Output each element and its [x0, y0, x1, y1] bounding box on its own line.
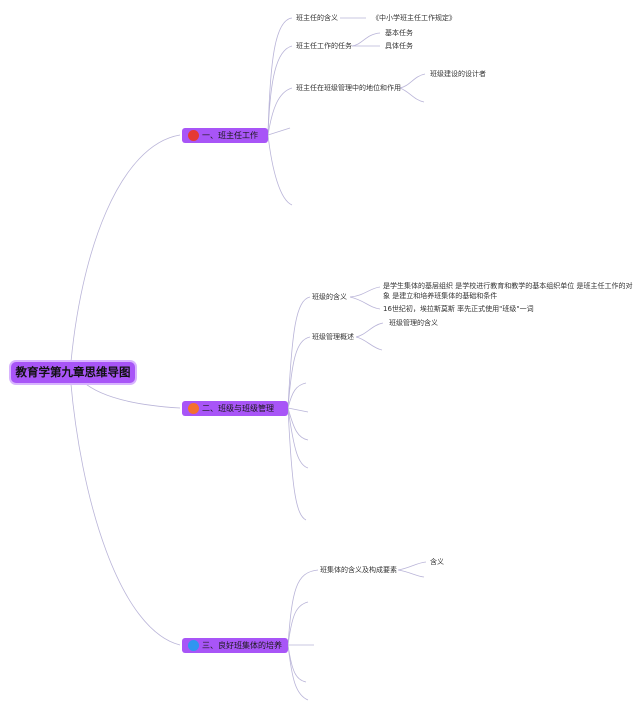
connector-b2-empty5 — [287, 407, 307, 521]
b1-child-2-leaf-2[interactable]: 具体任务 — [385, 42, 413, 50]
branch-3-label: 三、良好班集体的培养 — [202, 641, 282, 650]
connector-b1-c3 — [267, 87, 293, 136]
b1-child-1-leaf-1[interactable]: 《中小学班主任工作规定》 — [372, 14, 456, 22]
b3-child-1-leaf-1[interactable]: 含义 — [430, 558, 444, 566]
connector-b2c1-leaf1 — [349, 286, 381, 298]
red-dot-icon — [188, 130, 199, 141]
b2-child-1-leaf-1[interactable]: 是学生集体的基层组织 是学校进行教育和教学的基本组织单位 是班主任工作的对象 是… — [383, 282, 633, 300]
connector-b2-empty1 — [287, 382, 307, 409]
root-topic[interactable]: 教育学第九章思维导图 — [11, 362, 135, 383]
b1-child-3[interactable]: 班主任在班级管理中的地位和作用 — [296, 84, 401, 92]
connector-b1c3-empty — [399, 87, 425, 103]
connector-b3-c1 — [287, 569, 319, 646]
b1-child-2[interactable]: 班主任工作的任务 — [296, 42, 352, 50]
b2-child-2[interactable]: 班级管理概述 — [312, 333, 354, 341]
connector-b2-empty2 — [287, 407, 309, 413]
connector-b1-empty2 — [267, 134, 293, 206]
connector-b3c1-empty — [397, 569, 425, 578]
blue-dot-icon — [188, 640, 199, 651]
b2-child-2-leaf-1[interactable]: 班级管理的含义 — [389, 319, 438, 327]
connector-b2-empty4 — [287, 407, 309, 469]
connector-b2-c1 — [287, 296, 311, 409]
branch-1-topic[interactable]: 一、班主任工作 — [182, 128, 268, 143]
connector-b1-empty1 — [267, 127, 291, 136]
connector-b1-c1 — [267, 17, 293, 136]
connector-root-b3 — [69, 372, 181, 646]
connector-b3c1-leaf1 — [397, 561, 427, 571]
b3-child-1[interactable]: 班集体的含义及构成要素 — [320, 566, 397, 574]
branch-1-label: 一、班主任工作 — [202, 131, 258, 140]
b2-child-1-leaf-2[interactable]: 16世纪初，埃拉斯莫斯 率先正式使用"班级"一词 — [383, 305, 534, 313]
b1-child-1[interactable]: 班主任的含义 — [296, 14, 338, 22]
connector-b2-c2 — [287, 336, 311, 409]
connector-b1c2-leaf1 — [351, 32, 381, 47]
connector-b2c1-leaf2 — [349, 296, 381, 310]
branch-2-topic[interactable]: 二、班级与班级管理 — [182, 401, 288, 416]
connector-root-b1 — [69, 134, 181, 374]
connector-b2c2-empty — [355, 336, 383, 351]
b1-child-2-leaf-1[interactable]: 基本任务 — [385, 29, 413, 37]
branch-3-topic[interactable]: 三、良好班集体的培养 — [182, 638, 288, 653]
branch-2-label: 二、班级与班级管理 — [202, 404, 274, 413]
connector-b2-empty3 — [287, 407, 309, 441]
connector-b2c2-leaf1 — [355, 322, 384, 338]
b1-child-3-leaf-1[interactable]: 班级建设的设计者 — [430, 70, 486, 78]
connector-b1c3-leaf1 — [399, 73, 426, 89]
orange-dot-icon — [188, 403, 199, 414]
connector-b3-empty1 — [287, 601, 309, 646]
b2-child-1[interactable]: 班级的含义 — [312, 293, 347, 301]
connector-b3-empty4 — [287, 644, 309, 701]
connector-b1-c2 — [267, 45, 293, 136]
